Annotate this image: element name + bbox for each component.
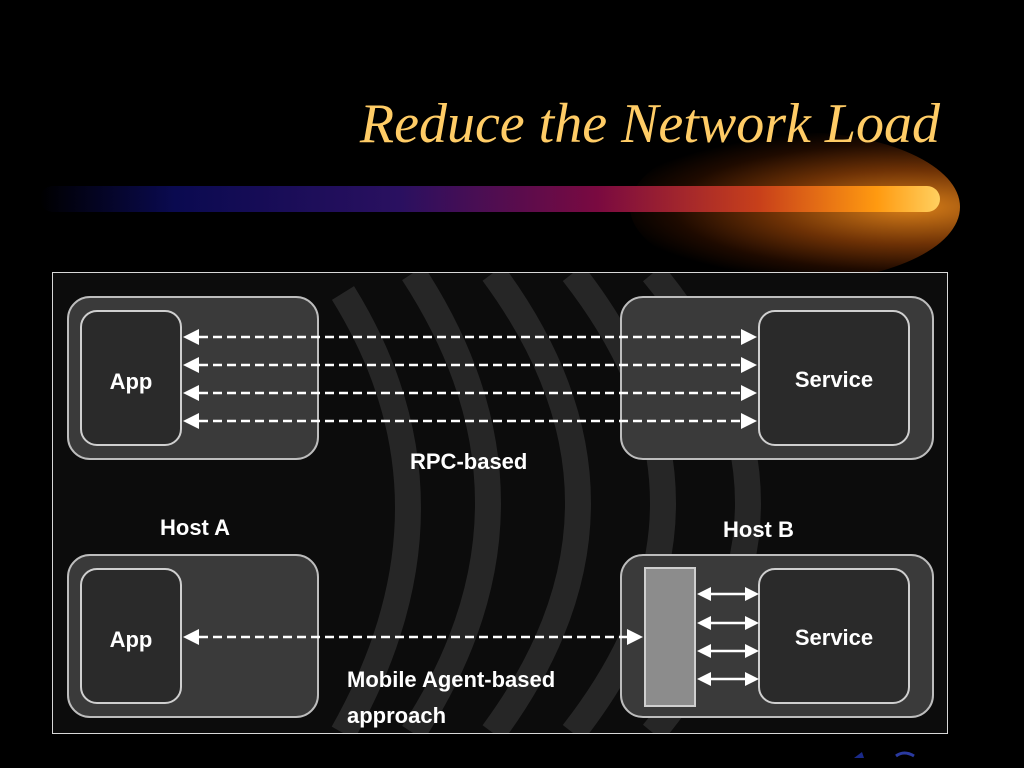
mobile-arrowhead-left — [183, 629, 199, 645]
mobile-arrowhead-right — [627, 629, 643, 645]
mobile-agent-block — [644, 567, 696, 707]
local-arrows — [709, 592, 745, 681]
arrowhead-left-4 — [183, 413, 199, 429]
mobile-caption-line1: Mobile Agent-based — [347, 667, 555, 692]
mobile-service-label: Service — [795, 625, 873, 650]
local-arrowheads — [697, 587, 759, 686]
rpc-app-box — [80, 310, 182, 446]
host-b-label: Host B — [723, 517, 794, 542]
rpc-service-label: Service — [795, 367, 873, 392]
slide-title: Reduce the Network Load — [359, 93, 940, 155]
arrowhead-right-4 — [741, 413, 757, 429]
local-head-r-4 — [745, 672, 759, 686]
corner-decoration — [854, 751, 915, 758]
mobile-app-label: App — [110, 627, 153, 652]
title-gradient-bar — [40, 186, 940, 212]
rpc-caption: RPC-based — [410, 449, 527, 474]
rpc-arrowheads — [183, 329, 757, 429]
local-head-r-1 — [745, 587, 759, 601]
arrowhead-left-1 — [183, 329, 199, 345]
local-head-l-3 — [697, 644, 711, 658]
arrowhead-right-1 — [741, 329, 757, 345]
network-load-diagram: App Service RPC-based Host A Host B — [67, 273, 934, 733]
mobile-app-box — [80, 568, 182, 704]
arrowhead-right-3 — [741, 385, 757, 401]
mobile-service-box — [758, 568, 910, 704]
rpc-arrows — [199, 335, 741, 423]
host-a-label: Host A — [160, 515, 230, 540]
local-head-l-2 — [697, 616, 711, 630]
arrowhead-left-3 — [183, 385, 199, 401]
local-head-r-3 — [745, 644, 759, 658]
rpc-app-label: App — [110, 369, 153, 394]
rpc-service-box — [758, 310, 910, 446]
local-head-l-1 — [697, 587, 711, 601]
background-arcs — [331, 273, 761, 733]
arrowhead-right-2 — [741, 357, 757, 373]
arrowhead-left-2 — [183, 357, 199, 373]
local-head-r-2 — [745, 616, 759, 630]
mobile-caption-line2: approach — [347, 703, 446, 728]
diagram-frame: App Service RPC-based Host A Host B — [52, 272, 948, 734]
local-head-l-4 — [697, 672, 711, 686]
